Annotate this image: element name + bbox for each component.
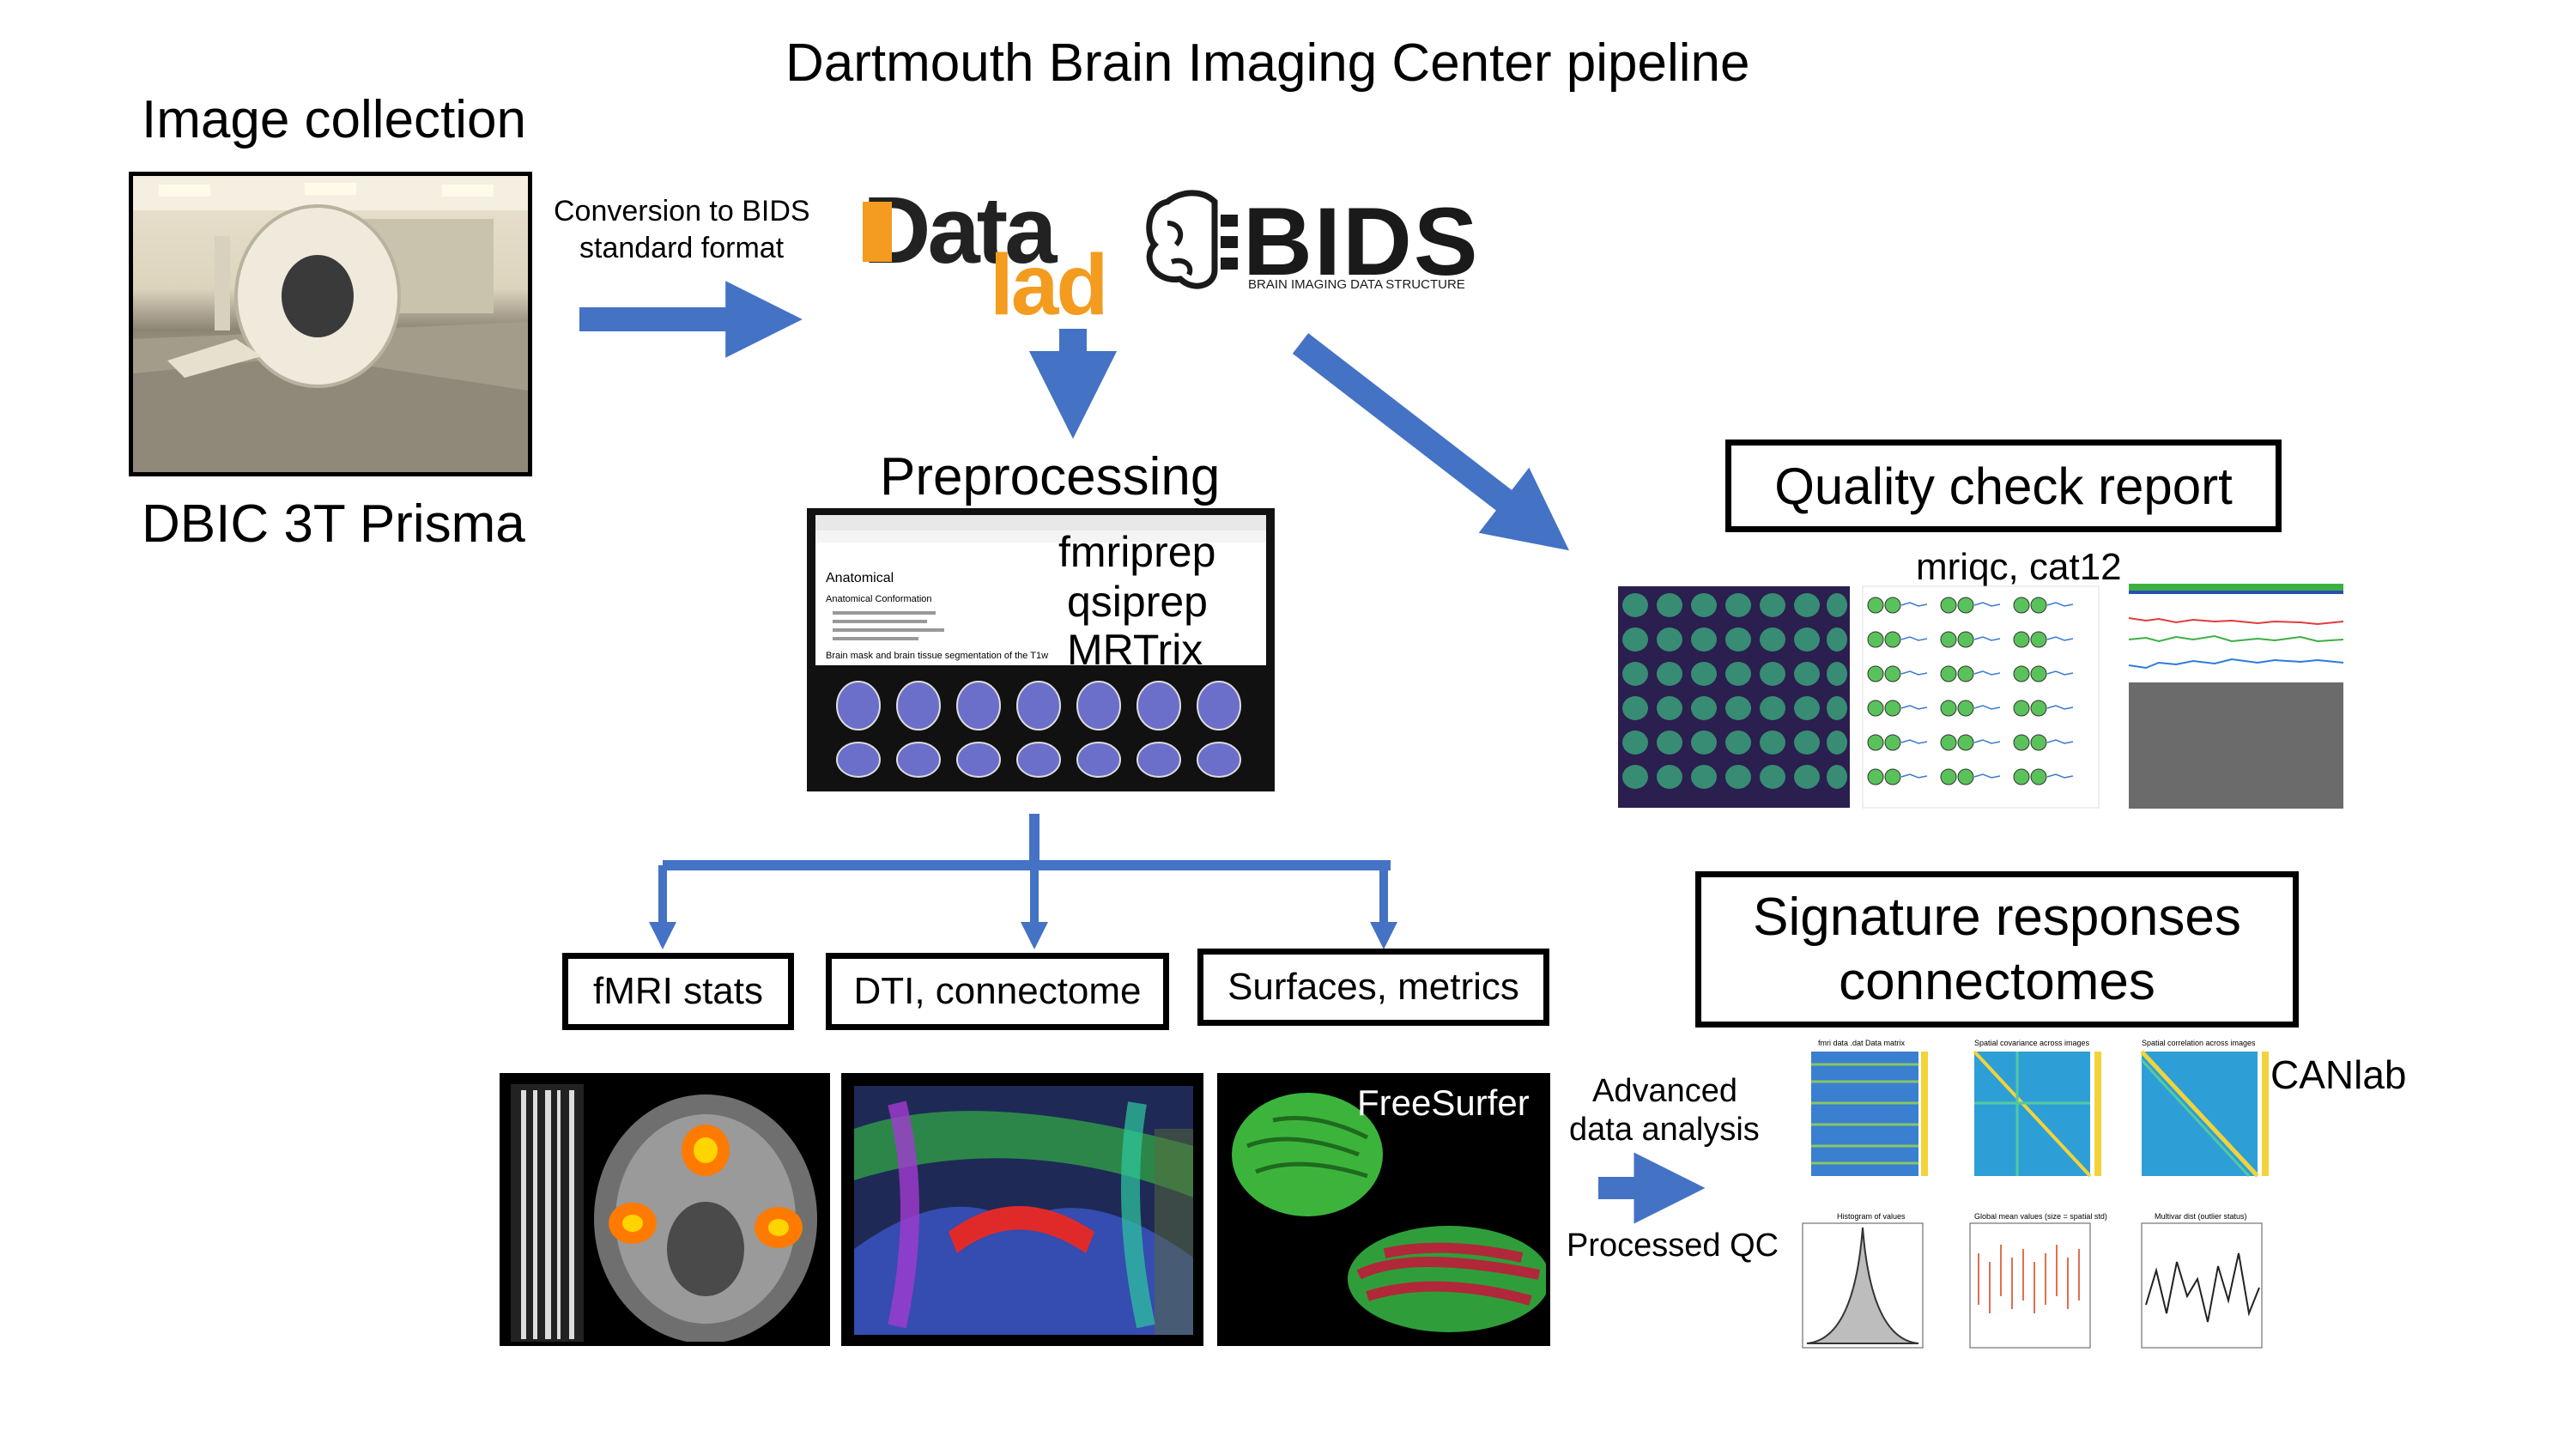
brain-slices-grid [836,681,1241,778]
quality-check-label: Quality check report [1774,457,2233,515]
processed-qc-label: Processed QC [1567,1228,1779,1264]
freesurfer-image: FreeSurfer [1217,1073,1550,1346]
page-title: Dartmouth Brain Imaging Center pipeline [785,33,1750,93]
qc-cat12 [1862,585,2100,809]
datalad-logo: Data lad [863,178,1137,333]
data-matrix-plot [1811,1052,1918,1176]
scanner-caption: DBIC 3T Prisma [142,494,525,554]
global-mean-plot [1969,1222,2091,1349]
scanner-photo [129,172,532,476]
branch-dti-connectome: DTI, connectome [826,953,1169,1030]
fmri-brain-graphic [511,1084,817,1342]
canlab-panel1-title: fmri data .dat Data matrix [1818,1039,1906,1047]
branch-fmri-stats: fMRI stats [562,953,794,1030]
dti-color-map [854,1086,1193,1335]
report-subtitle: Anatomical Conformation [826,594,932,604]
canlab-panel6-title: Multivar dist (outlier status) [2155,1212,2247,1221]
tool-mrtrix: MRTrix [1067,626,1203,674]
tool-qsiprep: qsiprep [1067,578,1208,626]
bids-text: BIDS [1243,188,1480,295]
datalad-d-accent [863,202,892,262]
bids-logo: BIDS BRAIN IMAGING DATA STRUCTURE [1142,185,1478,296]
advanced-label-line2: data analysis [1569,1112,1760,1148]
conversion-label-line1: Conversion to BIDS [554,195,810,227]
conversion-label-line2: standard format [579,232,785,264]
bids-subtitle: BRAIN IMAGING DATA STRUCTURE [1248,277,1465,292]
datalad-bottom-text: lad [990,237,1108,333]
signature-line2: connectomes [1839,952,2155,1011]
fmri-activation-image [500,1073,830,1346]
branch-dti-connectome-label: DTI, connectome [853,970,1142,1012]
canlab-panel5-title: Global mean values (size = spatial std) [1974,1212,2107,1221]
quality-tools: mriqc, cat12 [1916,546,2122,588]
qc-arrow [1292,333,1570,551]
mri-scanner-illustration [133,176,528,472]
tool-fmriprep: fmriprep [1058,528,1216,576]
image-collection-heading: Image collection [142,90,527,149]
branch-surfaces-metrics: Surfaces, metrics [1197,949,1549,1026]
canlab-panel3-title: Spatial correlation across images [2142,1039,2256,1047]
quality-check-box: Quality check report [1725,440,2282,532]
datalad-top-text: Data [863,178,1057,283]
canlab-panel4-title: Histogram of values [1837,1212,1906,1221]
branch-fmri-stats-label: fMRI stats [592,970,764,1012]
canlab-label: CANlab [2270,1052,2407,1097]
report-section: Brain mask and brain tissue segmentation… [826,651,1049,661]
preprocessing-heading: Preprocessing [880,447,1221,506]
freesurfer-label: FreeSurfer [1357,1082,1530,1123]
advanced-label-line1: Advanced [1592,1073,1738,1109]
canlab-panel2-title: Spatial covariance across images [1974,1039,2090,1047]
signature-box: Signature responses connectomes [1695,871,2299,1028]
signature-line1: Signature responses [1753,888,2241,947]
branch-surfaces-metrics-label: Surfaces, metrics [1227,966,1519,1008]
fmriprep-report: Anatomical Anatomical Conformation Brain… [815,515,1266,665]
cortical-surfaces-graphic [1232,1093,1546,1332]
multivariate-dist-plot [2141,1222,2263,1349]
report-title: Anatomical [826,571,894,585]
dti-tractography-image [841,1073,1203,1346]
preprocessing-screenshot: Anatomical Anatomical Conformation Brain… [807,508,1275,791]
brain-icon [1146,190,1238,289]
